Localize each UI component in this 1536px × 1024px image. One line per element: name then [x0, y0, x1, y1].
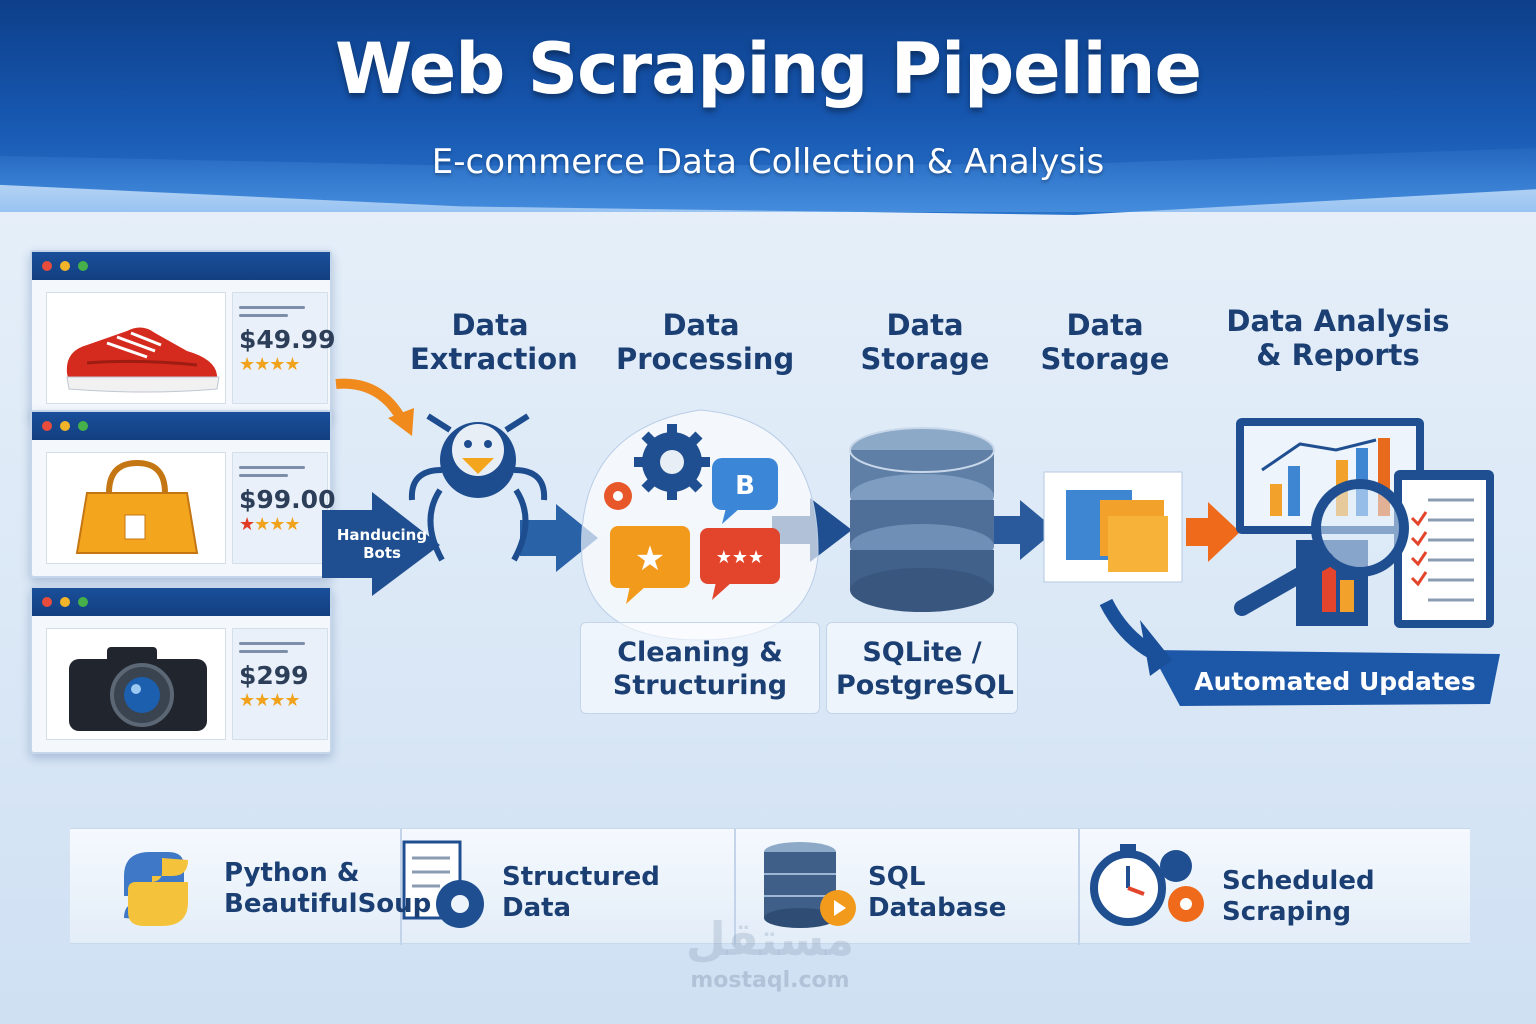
- processing-caption: Cleaning & Structuring: [612, 637, 788, 701]
- orange-curved-arrow: [335, 378, 407, 423]
- minimize-dot-icon: [60, 421, 70, 431]
- product-price: $99.00: [239, 485, 336, 514]
- svg-text:★: ★: [635, 539, 665, 579]
- small-gear-icon: [604, 482, 632, 510]
- chat-letter: B: [735, 471, 755, 501]
- product-card-handbag: $99.00 ★★★★: [30, 410, 336, 578]
- arrow-to-storage: [994, 500, 1056, 560]
- spider-bot-icon: [408, 413, 548, 562]
- arrow-to-processing: [520, 504, 598, 572]
- product-price: $299: [239, 661, 309, 690]
- window-titlebar: [32, 252, 330, 280]
- window-titlebar: [32, 588, 330, 616]
- folders-icon: [1043, 471, 1183, 583]
- storage-caption: SQLite / PostgreSQL: [836, 637, 1014, 701]
- feature-sql-database: SQL Database: [868, 862, 1007, 923]
- maximize-dot-icon: [78, 597, 88, 607]
- stage-extraction: Data Extraction: [410, 308, 578, 376]
- watermark-site: mostaql.com: [690, 968, 850, 993]
- product-info: $49.99 ★★★★: [232, 292, 336, 404]
- minimize-dot-icon: [60, 261, 70, 271]
- feature-structured-data: Structured Data: [502, 862, 660, 923]
- document-gear-icon: [402, 840, 484, 928]
- maximize-dot-icon: [78, 261, 88, 271]
- processing-cluster: B ★ ★★★: [581, 409, 819, 641]
- storage-caption-panel: [826, 622, 1018, 714]
- feature-scheduled-scraping: Scheduled Scraping: [1222, 866, 1375, 927]
- svg-text:★★★: ★★★: [716, 547, 764, 568]
- stopwatch-gear-icon: [1090, 844, 1204, 926]
- stage-storage-2: Data Storage: [1040, 308, 1170, 376]
- star-bubble-icon: ★: [610, 526, 690, 604]
- minimize-dot-icon: [60, 597, 70, 607]
- database-small-icon: [764, 842, 856, 928]
- processing-caption-panel: [580, 622, 820, 714]
- rating-stars: ★★★★: [239, 514, 301, 535]
- product-info: $299 ★★★★: [232, 628, 328, 740]
- rating-bubble-icon: ★★★: [700, 528, 780, 600]
- sneaker-icon: [46, 292, 226, 404]
- bots-arrow: [322, 492, 440, 596]
- stage-analysis: Data Analysis & Reports: [1226, 304, 1450, 372]
- orange-arrow-head: [388, 408, 414, 436]
- page-subtitle: E-commerce Data Collection & Analysis: [431, 142, 1105, 182]
- close-dot-icon: [42, 597, 52, 607]
- product-card-camera: $299 ★★★★: [30, 586, 332, 754]
- automated-updates-label: Automated Updates: [1194, 667, 1476, 696]
- python-icon: [124, 852, 188, 926]
- gear-icon: [634, 424, 710, 500]
- automated-updates-banner: [1150, 650, 1500, 706]
- stage-processing: Data Processing: [616, 308, 795, 376]
- window-titlebar: [32, 412, 330, 440]
- maximize-dot-icon: [78, 421, 88, 431]
- page-title: Web Scraping Pipeline: [335, 28, 1202, 110]
- reports-icon: [1234, 418, 1494, 628]
- arrow-to-reports: [1186, 502, 1240, 562]
- handbag-icon: [46, 452, 226, 564]
- product-price: $49.99: [239, 325, 336, 354]
- product-card-sneaker: $49.99 ★★★★: [30, 250, 336, 418]
- chat-bubble-icon: B: [712, 458, 778, 524]
- database-icon: [849, 427, 995, 612]
- product-info: $99.00 ★★★★: [232, 452, 336, 564]
- close-dot-icon: [42, 421, 52, 431]
- bots-label: Handucing Bots: [336, 526, 428, 562]
- feature-python: Python & BeautifulSoup: [224, 858, 432, 919]
- close-dot-icon: [42, 261, 52, 271]
- watermark-arabic: مستقل: [685, 912, 855, 966]
- camera-icon: [46, 628, 226, 740]
- rating-stars: ★★★★: [239, 690, 301, 711]
- rating-stars: ★★★★: [239, 354, 301, 375]
- stage-storage-1: Data Storage: [860, 308, 990, 376]
